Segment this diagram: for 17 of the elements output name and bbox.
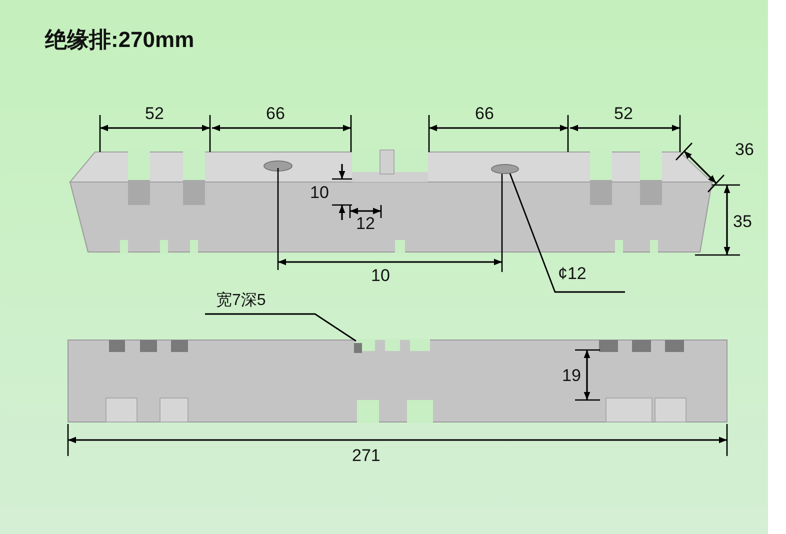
dimension-label: 271 [352, 446, 380, 466]
dimension-label: 66 [475, 104, 494, 124]
groove [354, 340, 362, 350]
leader-line [508, 170, 625, 293]
dimension-label: 10 [310, 183, 329, 203]
callout-text: 宽7深5 [216, 292, 266, 309]
dimension-label: 10 [371, 266, 390, 286]
dimension-label: 19 [562, 366, 581, 386]
dimension-label: 35 [733, 212, 752, 232]
dimension-label: 66 [266, 104, 285, 124]
callout-text: ¢12 [558, 264, 586, 283]
dimension-label: 36 [735, 140, 754, 160]
dimension-label: 52 [614, 104, 633, 124]
leader-line [205, 313, 356, 342]
title: 绝缘排:270mm [45, 26, 194, 54]
dimension-label: 52 [145, 104, 164, 124]
dimension-label: 12 [356, 214, 375, 234]
